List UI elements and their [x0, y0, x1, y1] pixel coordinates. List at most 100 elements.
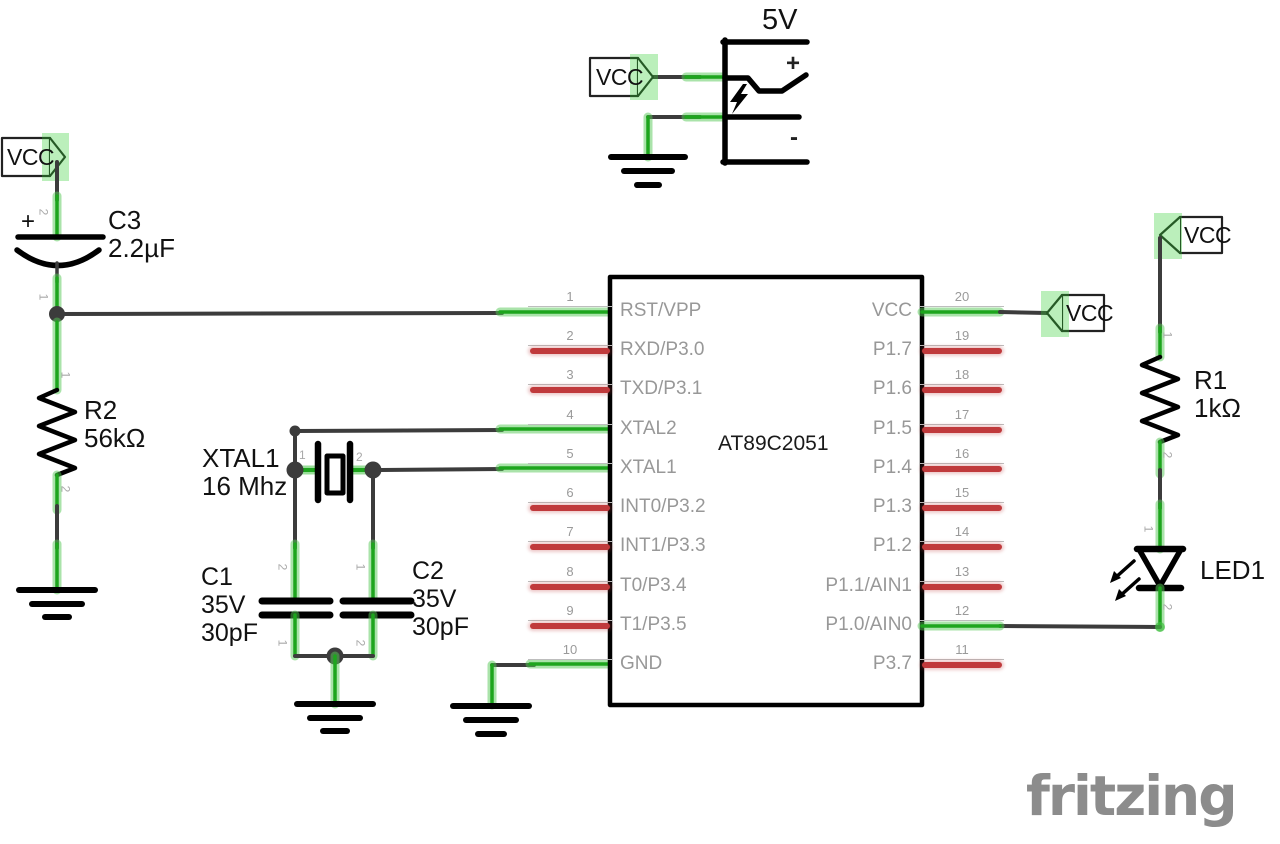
xtal-pin2-num: 2 — [356, 450, 363, 464]
pin-19-unrouted-stub[interactable] — [922, 348, 1002, 354]
ic-pin-label-rst-vpp[interactable]: RST/VPP — [620, 300, 702, 321]
c1-value-label: 30pF — [201, 619, 258, 647]
ground-symbol-left[interactable] — [16, 587, 98, 620]
c3-pin1-num: 1 — [36, 293, 51, 301]
pin-9-numline — [528, 620, 612, 621]
ic-pin-label-p1-4[interactable]: P1.4 — [872, 457, 912, 478]
ground-symbol-top[interactable] — [608, 154, 688, 188]
ground-symbol-ic[interactable] — [450, 703, 532, 737]
ic-pin-label-int1-p3-3[interactable]: INT1/P3.3 — [620, 535, 706, 556]
pin-18-unrouted-stub[interactable] — [922, 387, 1002, 393]
pin-11-numline — [920, 659, 1004, 660]
ic-pin-label-p1-2[interactable]: P1.2 — [872, 535, 912, 556]
xtal-value-label: 16 Mhz — [202, 471, 288, 501]
pin-16-number: 16 — [954, 446, 970, 461]
vcc-label-left: VCC — [7, 144, 55, 170]
pin-10-number: 10 — [562, 642, 578, 657]
ic-pin-label-t1-p3-5[interactable]: T1/P3.5 — [620, 614, 687, 635]
ic-pin-label-txd-p3-1[interactable]: TXD/P3.1 — [620, 378, 703, 399]
ic-name-label: AT89C2051 — [718, 432, 829, 455]
pin-2-unrouted-stub[interactable] — [530, 348, 610, 354]
pin-9-number: 9 — [566, 603, 574, 618]
pin-14-unrouted-stub[interactable] — [922, 544, 1002, 550]
ic-body[interactable] — [607, 274, 925, 708]
r1-pin1-num: 1 — [1160, 331, 1175, 339]
r1-ref-label: R1 — [1194, 365, 1228, 395]
ic-pin-label-p1-3[interactable]: P1.3 — [872, 496, 912, 517]
wire-vcc-pin20[interactable] — [998, 310, 1049, 315]
pin-18-numline — [920, 384, 1004, 385]
c1-pin2-num: 2 — [275, 563, 290, 571]
pin-19-numline — [920, 345, 1004, 346]
pin-9-unrouted-stub[interactable] — [530, 623, 610, 629]
r1-pin2-num: 2 — [1160, 451, 1175, 459]
ic-pin-label-p1-6[interactable]: P1.6 — [872, 378, 912, 399]
wire-xtal2[interactable] — [293, 428, 504, 433]
c2-ref-label: C2 — [412, 557, 444, 585]
pin-20-numline — [920, 306, 1004, 307]
pin-15-unrouted-stub[interactable] — [922, 505, 1002, 511]
c1-voltage-label: 35V — [201, 591, 246, 619]
ic-pin-label-int0-p3-2[interactable]: INT0/P3.2 — [620, 496, 706, 517]
xtal-pin1-num: 1 — [299, 448, 306, 462]
junction-xtal-pin1[interactable] — [286, 461, 304, 479]
c2-pin1-num: 1 — [353, 563, 368, 571]
ic-pin-label-vcc[interactable]: VCC — [871, 300, 912, 321]
c3-value-label: 2.2µF — [108, 233, 176, 263]
pin-13-unrouted-stub[interactable] — [922, 584, 1002, 590]
ic-pin-label-p3-7[interactable]: P3.7 — [872, 653, 912, 674]
c1-ref-label: C1 — [201, 563, 233, 591]
vcc-flag-r1[interactable] — [1154, 213, 1224, 259]
ic-pin-label-rxd-p3-0[interactable]: RXD/P3.0 — [620, 339, 705, 360]
wire-led-pin12[interactable] — [998, 624, 1162, 629]
wire-xtal1[interactable] — [379, 467, 504, 472]
ic-pin-label-p1-7[interactable]: P1.7 — [872, 339, 912, 360]
resistor-r2-symbol[interactable] — [36, 387, 78, 478]
ground-symbol-crystal[interactable] — [294, 701, 376, 734]
battery-minus-sign: - — [790, 124, 798, 151]
battery-symbol[interactable] — [720, 37, 810, 166]
pin-8-unrouted-stub[interactable] — [530, 584, 610, 590]
ic-pin-label-p1-1-ain1[interactable]: P1.1/AIN1 — [825, 575, 912, 596]
vcc-flag-right[interactable] — [1041, 291, 1106, 337]
vcc-label-r1: VCC — [1184, 222, 1232, 248]
pin-13-numline — [920, 581, 1004, 582]
ic-pin-label-t0-p3-4[interactable]: T0/P3.4 — [620, 575, 687, 596]
r2-ref-label: R2 — [84, 395, 118, 425]
pin-8-number: 8 — [566, 564, 574, 579]
ic-pin-label-p1-5[interactable]: P1.5 — [872, 418, 912, 439]
pin-6-unrouted-stub[interactable] — [530, 505, 610, 511]
ic-pin-label-xtal2[interactable]: XTAL2 — [620, 418, 677, 439]
capacitor-c2-symbol[interactable] — [339, 597, 415, 619]
pin-3-unrouted-stub[interactable] — [530, 387, 610, 393]
pin-7-unrouted-stub[interactable] — [530, 544, 610, 550]
wire-rst[interactable] — [55, 311, 504, 316]
pin-1-number: 1 — [566, 289, 574, 304]
c2-pin2-num: 2 — [353, 639, 368, 647]
resistor-r1-symbol[interactable] — [1139, 354, 1181, 445]
pin-11-unrouted-stub[interactable] — [922, 662, 1002, 668]
crystal-symbol[interactable] — [298, 440, 371, 504]
led1-symbol[interactable] — [1133, 545, 1187, 592]
junction-xtal-pin2[interactable] — [364, 461, 382, 479]
vcc-flag-top[interactable] — [588, 54, 658, 100]
capacitor-c3-symbol[interactable] — [14, 234, 106, 269]
fritzing-logo: fritzing — [1026, 764, 1238, 828]
pin-16-unrouted-stub[interactable] — [922, 466, 1002, 472]
pin-12-number: 12 — [954, 603, 970, 618]
r1-value-label: 1kΩ — [1194, 393, 1241, 423]
ic-pin-label-p1-0-ain0[interactable]: P1.0/AIN0 — [825, 614, 912, 635]
ic-pin-label-gnd[interactable]: GND — [620, 653, 663, 674]
led-pin1-num: 1 — [1141, 525, 1156, 533]
pin-6-number: 6 — [566, 485, 574, 500]
pin-5-numline — [528, 463, 612, 464]
vcc-flag-left[interactable] — [0, 133, 69, 181]
c1-pin1-num: 1 — [275, 639, 290, 647]
pin-17-unrouted-stub[interactable] — [922, 427, 1002, 433]
c2-value-label: 30pF — [412, 613, 469, 641]
ic-pin-label-xtal1[interactable]: XTAL1 — [620, 457, 677, 478]
c3-pin2-num: 2 — [36, 208, 51, 216]
pin-4-number: 4 — [566, 407, 574, 422]
